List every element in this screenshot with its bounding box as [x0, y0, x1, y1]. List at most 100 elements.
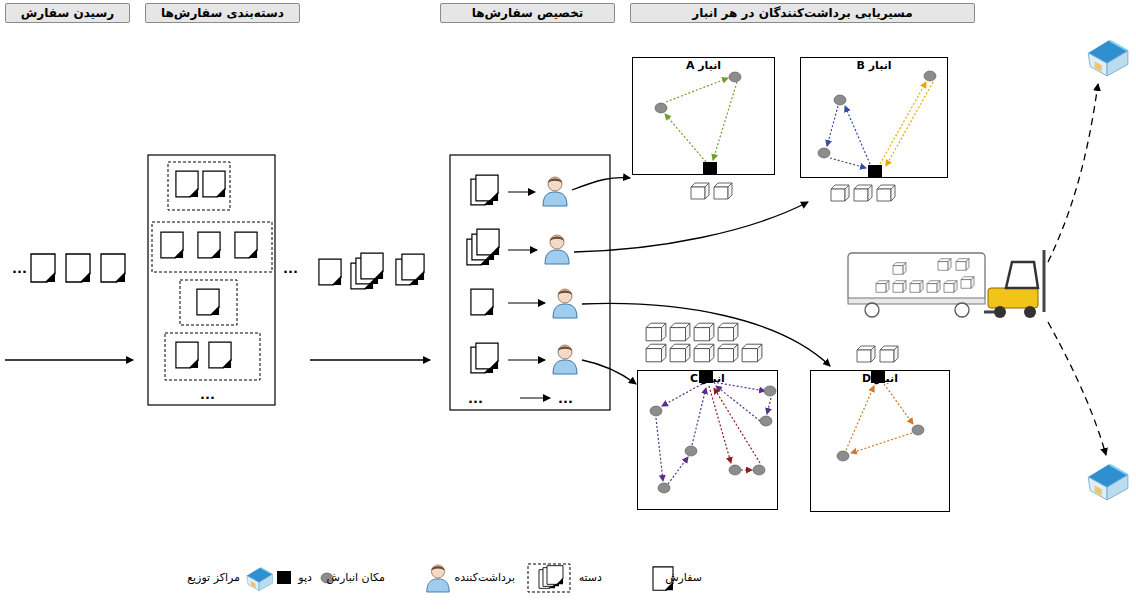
forklift: [1043, 250, 1046, 312]
warehouse-c-route: [760, 416, 772, 426]
warehouse-c-route: [670, 323, 690, 341]
batching-panel: [165, 333, 260, 380]
warehouse-b-route: [827, 106, 838, 146]
ellipsis-label: ...: [558, 392, 573, 405]
legend-text: مراکز توزیع: [187, 572, 240, 583]
allocation-panel: [508, 250, 537, 251]
distribution-center: [1088, 464, 1128, 500]
warehouse-title: انبار C: [638, 372, 777, 385]
warehouse-b-route: [830, 158, 866, 168]
legend-text: دسته: [579, 572, 602, 583]
truck: [956, 259, 969, 271]
warehouse-d-route: [810, 370, 950, 512]
batching-panel: [148, 155, 275, 405]
allocation-panel: [508, 192, 535, 193]
legend-symbols: [427, 565, 449, 592]
warehouse-a-route: [691, 183, 709, 199]
legend-symbols: [277, 571, 291, 584]
warehouse-a-route: [632, 57, 775, 175]
truck: [927, 281, 940, 293]
truck: [848, 253, 985, 301]
warehouse-b-route: [834, 95, 846, 105]
picker-assignment: [574, 202, 808, 252]
truck: [938, 259, 951, 271]
warehouse-b-route: [868, 165, 882, 178]
stage-header: دسته‌بندی سفارش‌ها: [145, 3, 300, 23]
warehouse-c-route: [662, 384, 702, 406]
batch-stack: [361, 253, 383, 279]
legend-symbols: [547, 566, 563, 585]
stage-title: دسته‌بندی سفارش‌ها: [152, 6, 293, 20]
warehouse-a-route: [665, 78, 737, 162]
batching-panel: [235, 232, 257, 258]
delivery-routes: [1048, 322, 1106, 455]
picker-assignment: [572, 178, 830, 385]
incoming-orders: [5, 359, 133, 360]
warehouse-b-route: [880, 82, 926, 164]
warehouse-c-route: [742, 344, 762, 362]
legend-text: دپو: [298, 572, 312, 583]
warehouse-d-route: [837, 451, 849, 461]
batching-panel: [203, 171, 225, 197]
allocation-panel: [520, 398, 550, 399]
warehouse-a-route: [655, 103, 667, 113]
batching-panel: [198, 232, 220, 258]
legend-text: سفارش: [665, 572, 702, 583]
warehouse-c-route: [718, 323, 738, 341]
truck: [961, 277, 974, 289]
warehouse-c-route: [650, 386, 776, 493]
warehouse-c-route: [658, 483, 670, 493]
batching-panel: [310, 359, 430, 360]
batching-panel: [176, 171, 198, 197]
picker-assignment: [582, 360, 636, 384]
batching-panel: [168, 162, 230, 210]
warehouse-c-route: [685, 446, 697, 456]
warehouse-c-route: [716, 386, 760, 421]
allocation-panel: [471, 289, 493, 315]
warehouse-c-route: [656, 382, 771, 484]
warehouse-b-route: [886, 82, 933, 166]
warehouse-b-route: [800, 57, 948, 201]
warehouse-box: انبار A: [632, 57, 775, 175]
warehouse-c-route: [753, 465, 765, 475]
warehouse-a-route: [714, 183, 732, 199]
stage-title: مسیریابی برداشت‌کنندگان در هر انبار: [637, 6, 968, 20]
warehouse-a-route: [729, 72, 741, 82]
truck: [955, 303, 969, 317]
warehouse-c-route: [694, 323, 714, 341]
stage-title: رسیدن سفارش: [12, 6, 123, 20]
warehouse-c-route: [714, 388, 760, 463]
batching-panel: [180, 280, 237, 325]
incoming-orders: [5, 254, 133, 360]
forklift: [1006, 262, 1038, 288]
stage-title: تخصیص سفارش‌ها: [447, 6, 608, 20]
forklift: [1024, 306, 1036, 318]
batching-panel: [209, 342, 231, 368]
stage-header: مسیریابی برداشت‌کنندگان در هر انبار: [630, 3, 975, 23]
warehouse-b-route: [854, 185, 872, 201]
batch-stack: [319, 259, 341, 285]
allocation-panel: [476, 343, 498, 369]
picker-assignment: [572, 178, 630, 191]
warehouse-c-route: [637, 370, 778, 510]
warehouse-c-route: [670, 344, 690, 362]
warehouse-c-route: [694, 344, 714, 362]
ellipsis-label: ...: [283, 262, 298, 275]
warehouse-d-route: [846, 386, 874, 450]
warehouse-d-route: [846, 384, 913, 453]
batch-stack: [319, 253, 424, 289]
batching-panel: [161, 232, 183, 258]
allocation-panel: [508, 303, 545, 304]
ellipsis-label: ...: [468, 392, 483, 405]
stage-header: رسیدن سفارش: [5, 3, 130, 23]
warehouse-c-route: [767, 398, 771, 414]
warehouse-d-route: [884, 384, 913, 424]
warehouse-d-route: [880, 346, 898, 362]
warehouse-a-route: [666, 78, 728, 102]
allocation-panel: [476, 175, 498, 201]
warehouse-title: انبار B: [801, 59, 947, 72]
legend-symbols: [247, 567, 273, 590]
forklift: [994, 306, 1006, 318]
warehouse-title: انبار D: [811, 372, 949, 385]
